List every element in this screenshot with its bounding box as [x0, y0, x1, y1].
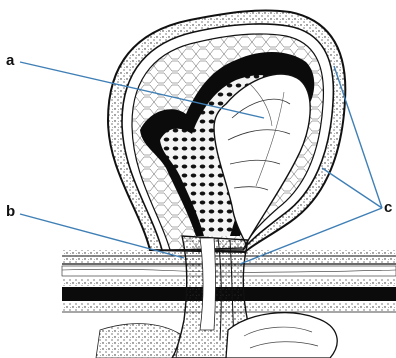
leader-line-c2 [322, 168, 382, 208]
label-b: b [6, 204, 15, 219]
label-c: c [384, 200, 392, 215]
label-a: a [6, 53, 14, 68]
